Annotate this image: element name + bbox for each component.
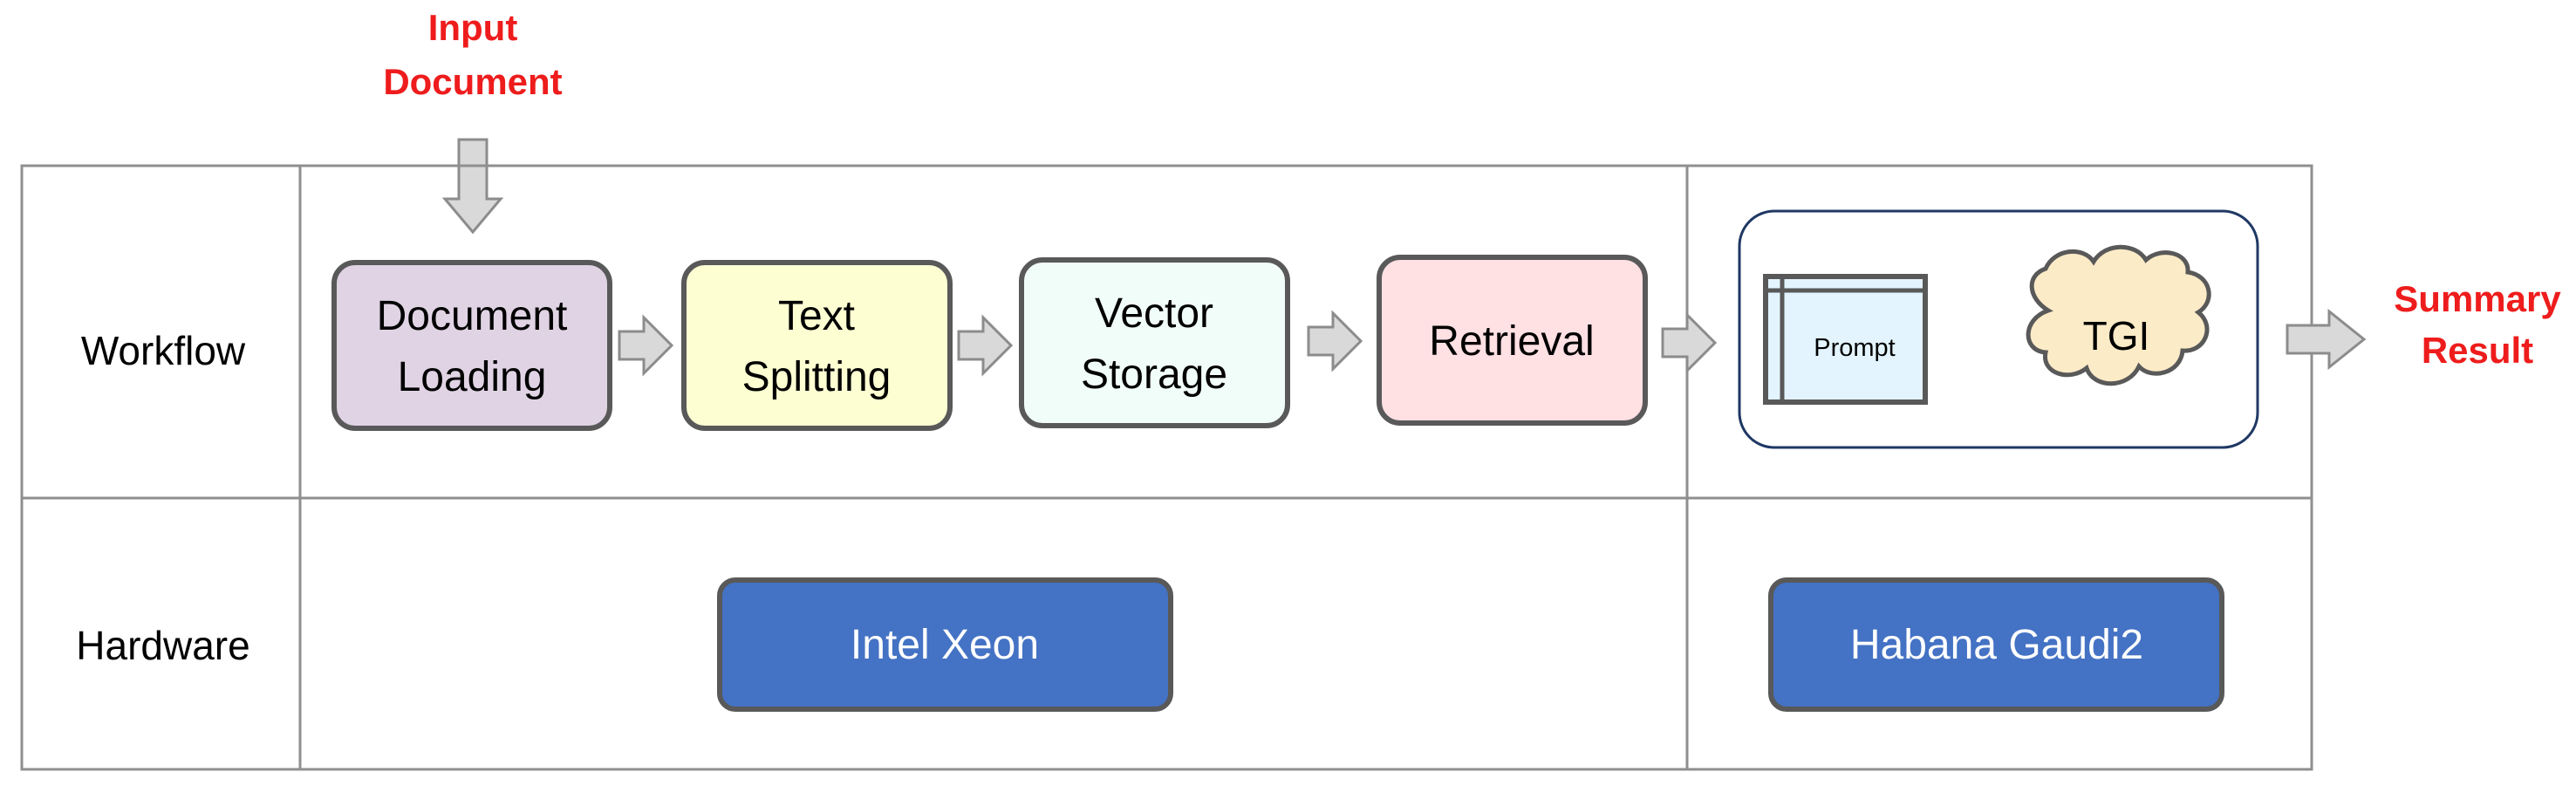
layout-grid bbox=[20, 164, 2313, 771]
hardware-row-label: Hardware bbox=[76, 623, 249, 668]
workflow-row-label: Workflow bbox=[81, 328, 246, 373]
tgi-cloud-icon: TGI bbox=[2026, 244, 2211, 386]
input-document-label-line2: Document bbox=[383, 61, 562, 102]
input-down-arrow bbox=[441, 138, 504, 235]
step-retrieval: Retrieval bbox=[1377, 255, 1648, 426]
tgi-label: TGI bbox=[2083, 313, 2150, 358]
right-arrow bbox=[1307, 310, 1363, 372]
right-arrow bbox=[2286, 308, 2367, 371]
right-arrow bbox=[957, 314, 1014, 377]
summary-result-label-line2: Result bbox=[2422, 330, 2533, 371]
summary-result-label-line1: Summary bbox=[2394, 278, 2561, 319]
step-document-loading: Document Loading bbox=[331, 260, 612, 431]
step-box bbox=[1019, 257, 1290, 428]
step-box bbox=[331, 260, 612, 431]
input-document-label-line1: Input bbox=[428, 7, 518, 48]
svg-text:Storage: Storage bbox=[1081, 352, 1227, 398]
svg-text:Document: Document bbox=[377, 293, 568, 339]
svg-text:Habana Gaudi2: Habana Gaudi2 bbox=[1850, 622, 2143, 668]
svg-text:Loading: Loading bbox=[398, 354, 547, 400]
step-vector-storage: Vector Storage bbox=[1019, 257, 1290, 428]
right-arrow bbox=[1661, 311, 1718, 374]
step-box bbox=[681, 260, 953, 431]
svg-text:Vector: Vector bbox=[1095, 290, 1213, 337]
svg-text:Splitting: Splitting bbox=[742, 354, 892, 400]
hardware-intel-xeon: Intel Xeon bbox=[717, 577, 1173, 712]
svg-text:Text: Text bbox=[778, 293, 855, 339]
right-arrow bbox=[618, 314, 674, 377]
svg-text:Retrieval: Retrieval bbox=[1429, 318, 1594, 365]
step-box bbox=[1377, 255, 1648, 426]
hardware-habana-gaudi2: Habana Gaudi2 bbox=[1768, 577, 2224, 712]
prompt-label: Prompt bbox=[1814, 334, 1895, 362]
prompt-window-icon: Prompt bbox=[1763, 274, 1928, 405]
step-text-splitting: Text Splitting bbox=[681, 260, 953, 431]
svg-text:Intel Xeon: Intel Xeon bbox=[851, 622, 1039, 668]
